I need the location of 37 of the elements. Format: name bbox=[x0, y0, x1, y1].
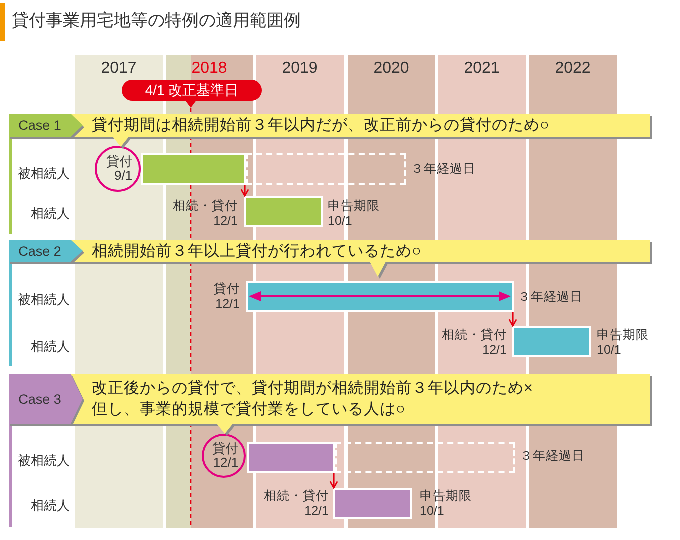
date-label: 申告期限 10/1 bbox=[420, 489, 472, 518]
year-label: 2017 bbox=[101, 60, 137, 78]
year-label: 2022 bbox=[555, 60, 591, 78]
case-tab: Case 2 bbox=[9, 240, 87, 264]
date-label: ３年経過日 bbox=[520, 449, 585, 464]
row-label: 相続人 bbox=[31, 206, 70, 222]
period-bar bbox=[244, 196, 323, 227]
period-bar bbox=[247, 442, 335, 473]
arrow bbox=[508, 312, 518, 327]
dashed-period-box bbox=[246, 153, 406, 185]
date-label: 相続・貸付 12/1 bbox=[173, 199, 238, 228]
date-label: ３年経過日 bbox=[411, 162, 476, 176]
year-label: 2020 bbox=[374, 60, 410, 78]
date-label: 相続・貸付 12/1 bbox=[264, 489, 329, 518]
arrow bbox=[240, 185, 250, 197]
row-label: 被相続人 bbox=[18, 453, 70, 469]
row-label: 被相続人 bbox=[18, 166, 70, 182]
date-label: ３年経過日 bbox=[518, 290, 583, 304]
year-label: 2021 bbox=[464, 60, 500, 78]
dashed-period-box bbox=[335, 442, 515, 473]
year-label: 2018 bbox=[192, 60, 228, 78]
date-label: 相続・貸付 12/1 bbox=[442, 328, 507, 357]
date-label: 申告期限 10/1 bbox=[328, 199, 380, 228]
year-label: 2019 bbox=[282, 60, 318, 78]
title: 貸付事業用宅地等の特例の適用範囲例 bbox=[12, 11, 301, 31]
period-bar bbox=[246, 281, 514, 312]
row-label: 被相続人 bbox=[18, 292, 70, 308]
period-bar bbox=[512, 326, 591, 357]
case-tab: Case 1 bbox=[9, 114, 87, 139]
period-bar bbox=[333, 488, 412, 519]
row-label: 相続人 bbox=[31, 498, 70, 514]
date-label: 貸付 12/1 bbox=[213, 282, 240, 311]
date-label: 申告期限 10/1 bbox=[597, 328, 650, 357]
row-label: 相続人 bbox=[31, 339, 70, 355]
arrow bbox=[330, 473, 338, 489]
period-bar bbox=[141, 153, 246, 185]
case-tab: Case 3 bbox=[9, 374, 87, 426]
